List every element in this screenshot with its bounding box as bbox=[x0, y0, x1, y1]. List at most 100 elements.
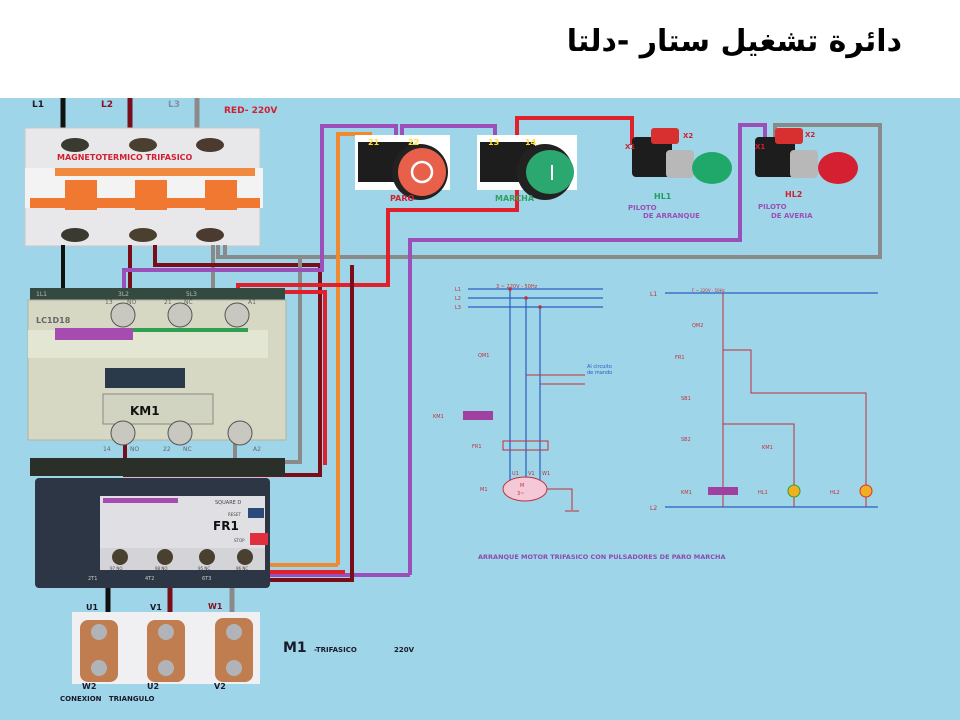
svg-text:A1: A1 bbox=[248, 299, 256, 306]
paro-terminal-22: 22 bbox=[408, 138, 419, 147]
breaker-screw bbox=[61, 138, 89, 152]
wire-red-hl1 bbox=[236, 116, 634, 290]
power-schematic: L1 L2 L3 3 ~ 220V - 50Hz QM1 Al circuito… bbox=[433, 284, 612, 512]
svg-text:22: 22 bbox=[163, 446, 171, 453]
svg-text:QM2: QM2 bbox=[692, 323, 703, 329]
marcha-button[interactable]: 13 14 MARCHA bbox=[477, 135, 577, 203]
paro-terminal-21: 21 bbox=[368, 138, 380, 147]
svg-text:X2: X2 bbox=[683, 132, 693, 140]
svg-text:U1: U1 bbox=[86, 603, 98, 612]
terminal-screw bbox=[199, 549, 215, 565]
paro-label: PARO bbox=[390, 194, 414, 203]
svg-text:95 NC: 95 NC bbox=[198, 566, 210, 571]
marcha-terminal-13: 13 bbox=[488, 138, 499, 147]
hl1-tag: HL1 bbox=[654, 192, 672, 201]
terminal-screw bbox=[112, 549, 128, 565]
svg-text:21: 21 bbox=[164, 299, 172, 306]
svg-text:13: 13 bbox=[105, 299, 113, 306]
svg-text:98 NO: 98 NO bbox=[155, 566, 168, 571]
hl2-tag: HL2 bbox=[785, 190, 802, 199]
breaker: MAGNETOTERMICO TRIFASICO bbox=[24, 127, 263, 247]
terminal-screw bbox=[227, 420, 253, 446]
overload-relay-fr1: FR1 SQUARE D RESET STOP 97 NO 98 NO 95 N… bbox=[35, 478, 270, 588]
marcha-button-cap[interactable] bbox=[526, 150, 574, 194]
bridge-link bbox=[215, 618, 253, 682]
connection-type-label: CONEXION TRIANGULO bbox=[60, 695, 155, 703]
svg-text:SB2: SB2 bbox=[681, 437, 691, 443]
motor-terminal-box: U1 V1 W1 W2 U2 V2 CONEXION TRIANGULO bbox=[60, 588, 260, 703]
svg-text:HL2: HL2 bbox=[830, 490, 840, 496]
svg-text:3 ~ 220V - 50Hz: 3 ~ 220V - 50Hz bbox=[496, 284, 538, 290]
reset-button[interactable] bbox=[248, 508, 264, 518]
svg-text:NC: NC bbox=[183, 446, 192, 453]
svg-text:PILOTO: PILOTO bbox=[758, 203, 787, 211]
wire-purple-hl2 bbox=[408, 123, 767, 575]
svg-text:NO: NO bbox=[127, 299, 136, 306]
phase-label-l3: L3 bbox=[168, 100, 180, 110]
svg-text:97 NO: 97 NO bbox=[110, 566, 123, 571]
wire-purple-marcha bbox=[400, 124, 497, 140]
svg-text:V2: V2 bbox=[214, 682, 226, 691]
marcha-label: MARCHA bbox=[495, 194, 535, 203]
km1-coil-control bbox=[708, 487, 738, 495]
svg-text:1L1: 1L1 bbox=[36, 291, 47, 298]
svg-text:X1: X1 bbox=[755, 143, 765, 151]
stop-button[interactable] bbox=[250, 533, 268, 545]
hl1-lens bbox=[692, 152, 732, 184]
terminal-screw bbox=[237, 549, 253, 565]
svg-text:M: M bbox=[520, 483, 524, 489]
control-schematic: L1 L2 F ~ 220V - 50Hz QM2 FR1 SB1 SB2 KM… bbox=[650, 288, 878, 512]
supply-voltage-label: RED- 220V bbox=[224, 106, 277, 116]
breaker-screw bbox=[129, 138, 157, 152]
svg-text:DE AVERIA: DE AVERIA bbox=[771, 212, 813, 220]
svg-text:RESET: RESET bbox=[228, 512, 241, 517]
pilot-light-hl1: X1 X2 HL1 PILOTO DE ARRANQUE bbox=[625, 128, 732, 220]
km1-green-strip bbox=[133, 328, 248, 332]
paro-button[interactable]: 21 22 PARO bbox=[355, 135, 450, 203]
svg-text:M1: M1 bbox=[480, 487, 488, 493]
hl2-lens bbox=[818, 152, 858, 184]
svg-text:KM1: KM1 bbox=[433, 414, 444, 420]
svg-text:L1: L1 bbox=[455, 287, 461, 293]
svg-text:-TRIFASICO: -TRIFASICO bbox=[314, 646, 357, 654]
svg-text:L1: L1 bbox=[650, 291, 657, 298]
supply-wires bbox=[60, 98, 200, 130]
svg-text:Al circuito: Al circuito bbox=[587, 364, 612, 370]
svg-text:A2: A2 bbox=[253, 446, 261, 453]
svg-text:6T3: 6T3 bbox=[202, 576, 211, 582]
svg-text:2T1: 2T1 bbox=[88, 576, 97, 582]
svg-text:220V: 220V bbox=[394, 646, 415, 654]
schematic-caption: ARRANQUE MOTOR TRIFASICO CON PULSADORES … bbox=[478, 553, 726, 561]
svg-text:5L3: 5L3 bbox=[186, 291, 197, 298]
svg-text:NC: NC bbox=[184, 299, 193, 306]
breaker-screw bbox=[129, 228, 157, 242]
svg-text:3~: 3~ bbox=[517, 491, 524, 497]
svg-text:F ~ 220V - 50Hz: F ~ 220V - 50Hz bbox=[692, 288, 725, 293]
terminal-screw bbox=[110, 420, 136, 446]
hl2-lamp-symbol bbox=[859, 484, 873, 498]
svg-text:14: 14 bbox=[103, 446, 111, 453]
terminal-screw bbox=[167, 420, 193, 446]
terminal-screw bbox=[157, 549, 173, 565]
svg-text:HL1: HL1 bbox=[758, 490, 768, 496]
km1-coil-symbol bbox=[463, 411, 493, 420]
phase-label-l2: L2 bbox=[101, 100, 113, 110]
svg-text:FR1: FR1 bbox=[472, 444, 482, 450]
svg-text:4T2: 4T2 bbox=[145, 576, 154, 582]
phase-label-l1: L1 bbox=[32, 100, 44, 110]
svg-text:V1: V1 bbox=[528, 471, 535, 477]
breaker-screw bbox=[61, 228, 89, 242]
paro-button-cap[interactable] bbox=[398, 148, 446, 196]
fr1-symbol bbox=[502, 440, 549, 451]
terminal-screw bbox=[224, 302, 250, 328]
svg-text:FR1: FR1 bbox=[675, 355, 685, 361]
marcha-terminal-14: 14 bbox=[525, 138, 537, 147]
motor-symbol bbox=[502, 476, 548, 502]
svg-text:V1: V1 bbox=[150, 603, 162, 612]
svg-text:de mando: de mando bbox=[587, 370, 612, 376]
contactor-name: KM1 bbox=[130, 404, 160, 418]
svg-text:X2: X2 bbox=[805, 131, 815, 139]
svg-text:L2: L2 bbox=[455, 296, 461, 302]
svg-text:W2: W2 bbox=[82, 682, 96, 691]
